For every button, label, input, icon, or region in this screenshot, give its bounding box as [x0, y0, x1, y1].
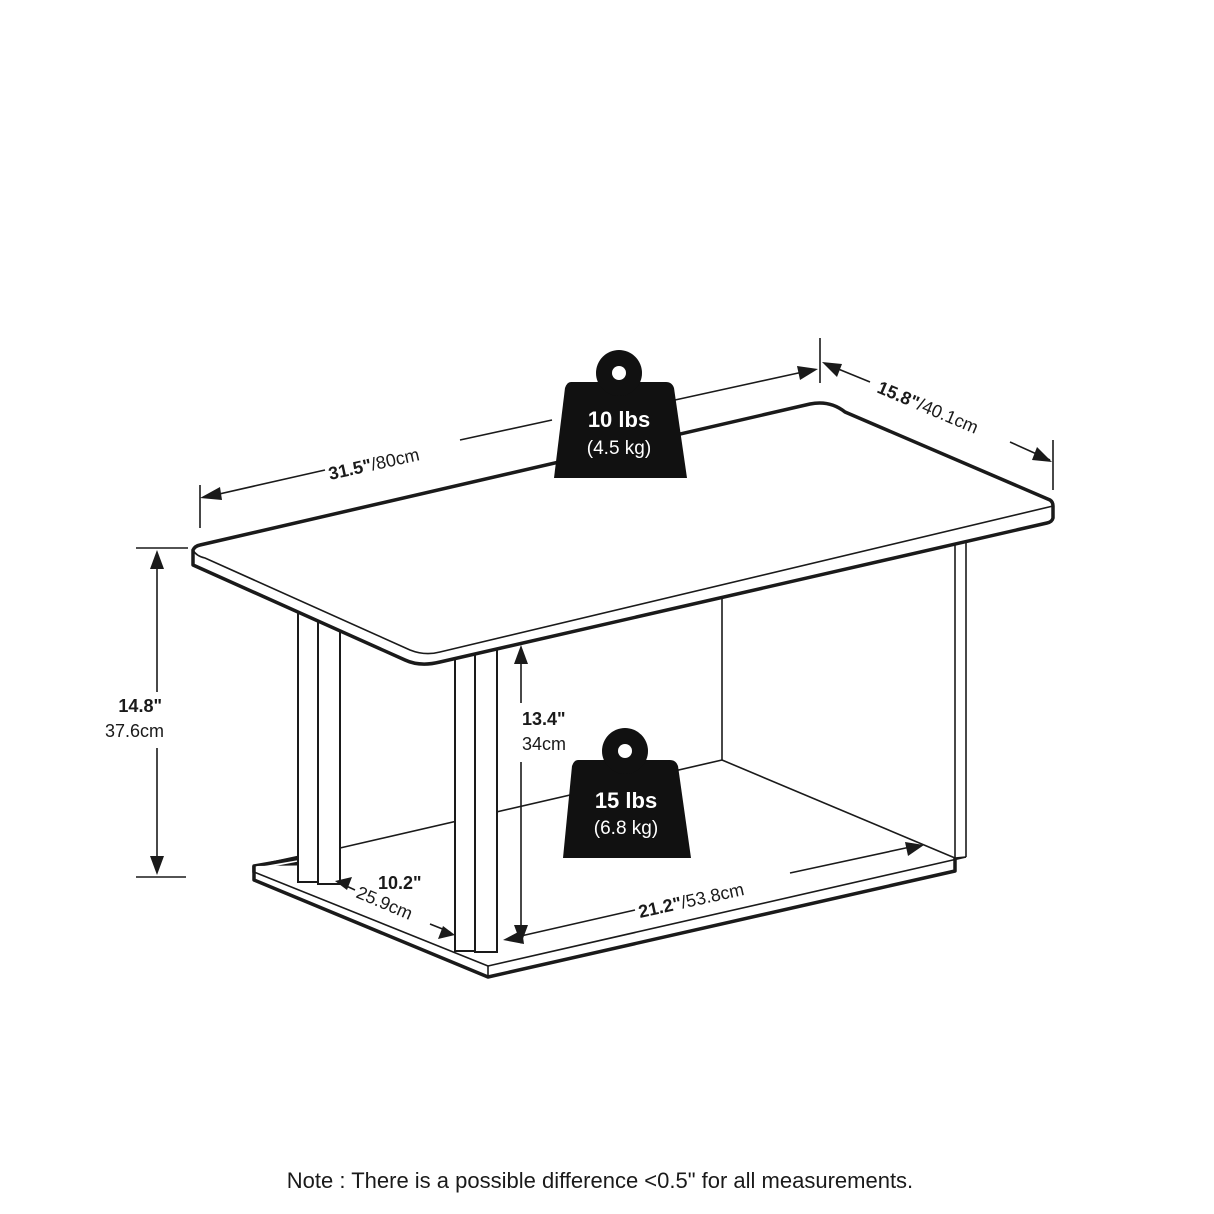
height-metric: 37.6cm [105, 721, 164, 741]
depth-label: 15.8"/40.1cm [874, 377, 981, 437]
front-leg [454, 649, 498, 953]
bottom-weight-icon: 15 lbs (6.8 kg) [563, 728, 691, 858]
width-imperial: 31.5" [327, 455, 374, 484]
dimension-lines [136, 338, 1054, 944]
bottom-weight-kg: (6.8 kg) [594, 818, 658, 839]
top-weight-kg: (4.5 kg) [587, 438, 651, 459]
measurement-note: Note : There is a possible difference <0… [287, 1168, 913, 1193]
left-leg [297, 611, 341, 885]
top-weight-icon: 10 lbs (4.5 kg) [554, 350, 687, 478]
width-dimension-line [199, 338, 821, 528]
width-label: 31.5"/80cm [327, 444, 422, 484]
svg-text:31.5"/80cm: 31.5"/80cm [327, 444, 422, 484]
inner-depth-imperial: 10.2" [378, 873, 422, 893]
inner-depth-dimension-line [335, 877, 455, 939]
depth-metric: /40.1cm [915, 394, 982, 437]
depth-imperial: 15.8" [874, 377, 922, 412]
inner-height-metric: 34cm [522, 734, 566, 754]
bottom-weight-lbs: 15 lbs [595, 788, 657, 813]
inner-width-dimension-line [503, 842, 924, 944]
svg-text:15.8"/40.1cm: 15.8"/40.1cm [874, 377, 981, 437]
table-top [191, 401, 1055, 666]
height-imperial: 14.8" [118, 696, 162, 716]
table-drawing [191, 401, 1055, 979]
top-weight-lbs: 10 lbs [588, 407, 650, 432]
height-dimension-line [136, 547, 188, 878]
width-metric: /80cm [369, 444, 421, 474]
depth-dimension-line [822, 362, 1054, 490]
inner-height-imperial: 13.4" [522, 709, 566, 729]
